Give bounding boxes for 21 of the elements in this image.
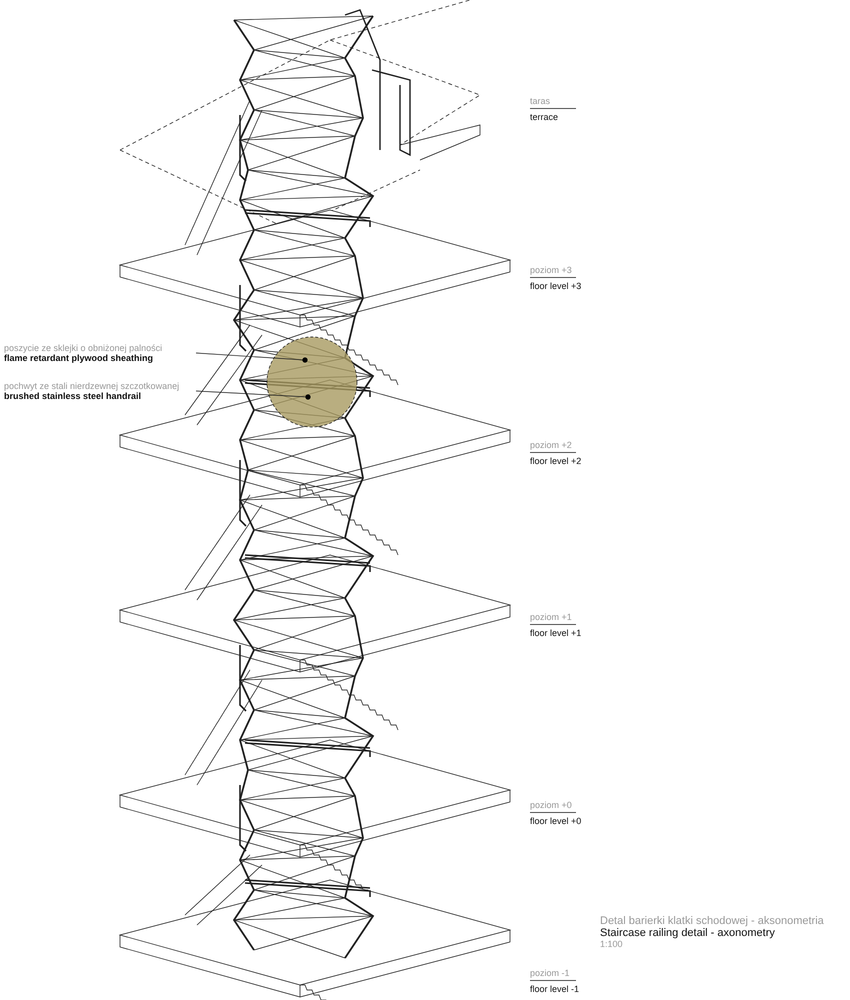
level-label: poziom +3 [530,265,576,278]
level-label: terrace [530,112,560,122]
callout-text: flame retardant plywood sheathing [4,353,154,363]
level-label: floor level -1 [530,984,580,994]
drawing-title: Staircase railing detail - axonometry [600,927,776,939]
level-label: floor level +2 [530,456,582,466]
level-label: floor level +1 [530,628,582,638]
leader-line [196,390,311,400]
callout-text: brushed stainless steel handrail [4,391,142,401]
level-label: floor level +0 [530,816,582,826]
callout-text: pochwyt ze stali nierdzewnej szczotkowanej [4,381,180,391]
level-label: poziom +2 [530,440,576,453]
level-label: taras [530,96,576,109]
level-label: poziom -1 [530,968,576,981]
level-label: poziom +0 [530,800,576,813]
level-label: floor level +3 [530,281,582,291]
level-label: poziom +1 [530,612,576,625]
scale-label: 1:100 [600,939,624,949]
leader-line [196,352,308,363]
callout-text: poszycie ze sklejki o obniżonej palności [4,343,164,353]
drawing-title: Detal barierki klatki schodowej - aksonometria [600,915,824,927]
